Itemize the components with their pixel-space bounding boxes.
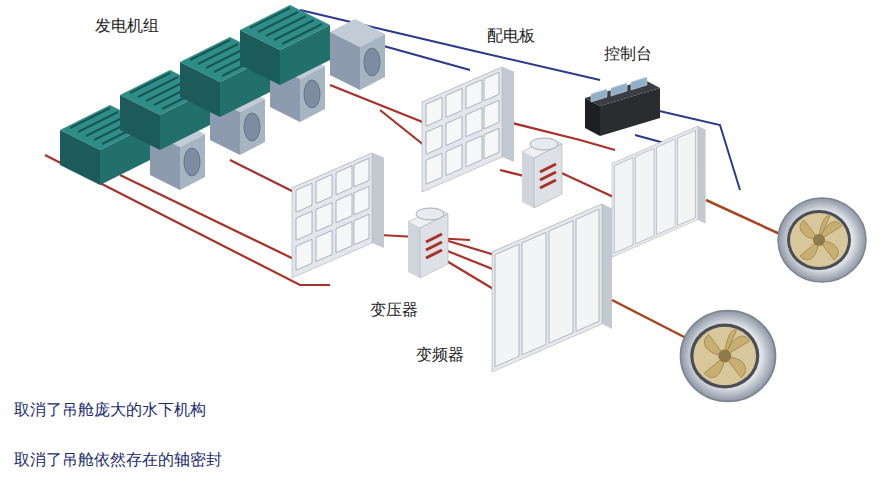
note-text: 取消了吊舱依然存在的轴密封: [14, 450, 222, 469]
note-text: 取消了吊舱庞大的水下机构: [14, 400, 206, 419]
component-label: 配电板: [487, 26, 535, 45]
component-label: 变压器: [370, 300, 418, 319]
component-label: 变频器: [416, 345, 464, 364]
component-label: 控制台: [604, 44, 652, 63]
component-label: 发电机组: [95, 16, 159, 35]
